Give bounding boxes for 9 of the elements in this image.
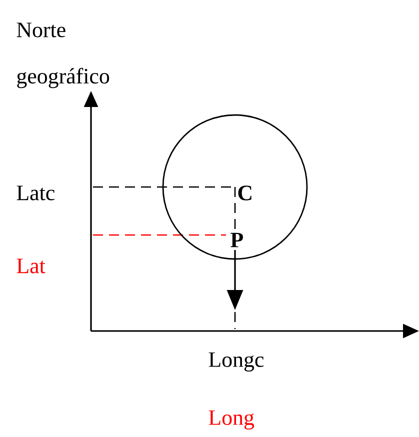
- value-label: Latc: [16, 186, 54, 200]
- axis-label: geográfico: [17, 68, 110, 88]
- value-label: Lat: [16, 258, 46, 274]
- point-label: P: [229, 232, 245, 248]
- value-label: Long: [208, 410, 254, 430]
- circle: [162, 114, 308, 260]
- value-label: Longc: [208, 352, 264, 372]
- point-label: C: [236, 184, 254, 202]
- axis-label: Norte: [16, 22, 66, 38]
